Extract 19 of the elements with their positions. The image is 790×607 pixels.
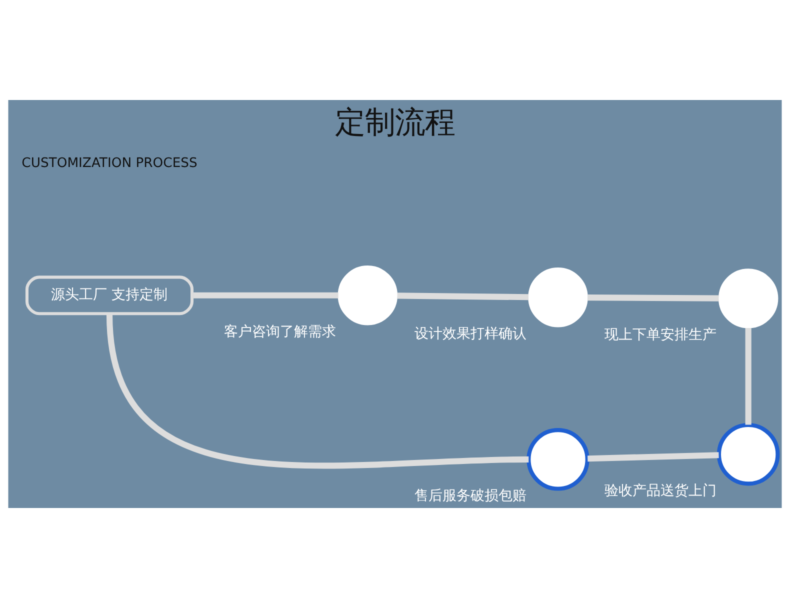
connector — [194, 292, 338, 298]
connector — [397, 292, 528, 300]
connector — [106, 314, 529, 468]
label: CUSTOMIZATION PROCESS — [22, 156, 198, 171]
node-circle — [716, 422, 780, 486]
connector — [588, 452, 719, 462]
node-label: 售后服务破损包赔 — [414, 488, 526, 504]
connector — [588, 294, 719, 301]
node-label: 验收产品送货上门 — [604, 482, 717, 499]
node-box: 源头工厂 支持定制 — [25, 275, 194, 315]
node-circle — [338, 265, 398, 325]
node-circle — [526, 428, 590, 490]
diagram-title: 定制流程 — [335, 104, 455, 140]
connector — [745, 328, 752, 424]
node-label: 客户咨询了解需求 — [224, 324, 336, 340]
node-label: 设计效果打样确认 — [414, 326, 526, 342]
node-circle — [528, 267, 588, 327]
node-circle — [718, 268, 778, 328]
node-label: 现上下单安排生产 — [604, 326, 717, 343]
